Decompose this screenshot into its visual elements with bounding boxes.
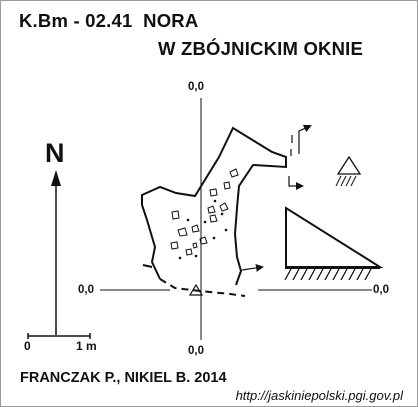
axis-label-left: 0,0 <box>78 284 94 296</box>
passage-continuation-arrow-bottom <box>241 263 264 272</box>
rubble-boulders <box>170 168 239 256</box>
north-label: N <box>45 138 65 168</box>
scale-start-label: 0 <box>24 339 31 353</box>
rock-slab-symbol <box>284 206 384 281</box>
rock-outcrop-symbol <box>335 155 362 187</box>
cave-entrance-dashed-line <box>159 278 246 297</box>
scale-bar <box>27 333 91 339</box>
cave-passage-outline <box>141 126 287 286</box>
authors-credit: FRANCZAK P., NIKIEL B. 2014 <box>20 370 227 386</box>
passage-continuation-arrow-middle <box>288 176 304 190</box>
cave-name-line2: W ZBÓJNICKIM OKNIE <box>158 38 364 59</box>
rubble-dots <box>178 199 228 260</box>
axis-label-top: 0,0 <box>188 81 204 93</box>
entrance-dash-tick <box>142 264 153 268</box>
cave-code-title: K.Bm - 02.41 NORA <box>19 10 199 31</box>
axis-label-right: 0,0 <box>373 284 389 296</box>
scale-end-label: 1 m <box>76 339 97 353</box>
survey-point-triangle <box>188 283 204 296</box>
passage-continuation-arrow-top <box>298 124 312 154</box>
source-url: http://jaskiniepolski.pgi.gov.pl <box>235 388 403 403</box>
axis-label-bottom: 0,0 <box>188 345 204 357</box>
north-arrow-head <box>51 170 61 186</box>
cave-name-line1: NORA <box>143 10 199 31</box>
